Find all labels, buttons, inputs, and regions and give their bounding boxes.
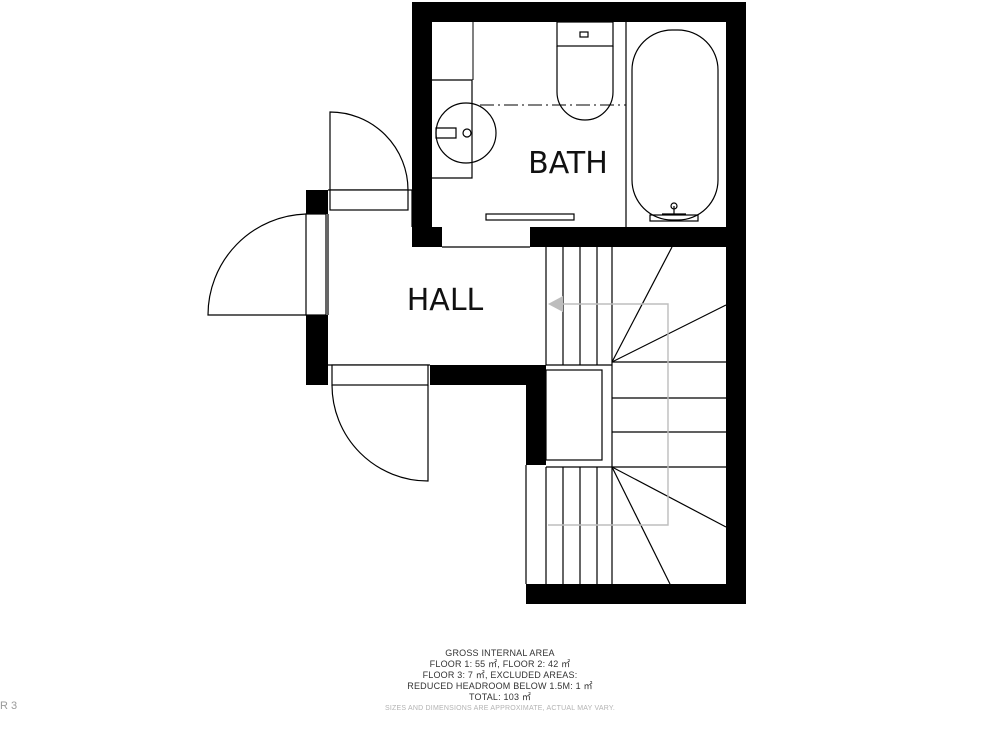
bath-partition — [472, 22, 626, 106]
door-bottom — [331, 364, 429, 482]
stair-arrow — [548, 296, 669, 526]
area-heading: GROSS INTERNAL AREA — [445, 648, 555, 658]
bath-label: BATH — [528, 146, 608, 181]
area-line-1: FLOOR 1: 55 ㎡, FLOOR 2: 42 ㎡ — [429, 659, 571, 669]
sink — [432, 79, 497, 179]
door-top — [329, 111, 409, 211]
toilet — [556, 21, 614, 121]
area-summary: GROSS INTERNAL AREA FLOOR 1: 55 ㎡, FLOOR… — [0, 648, 1000, 714]
thin-lines — [327, 189, 547, 584]
area-total: TOTAL: 103 ㎡ — [468, 692, 532, 702]
area-line-2: FLOOR 3: 7 ㎡, EXCLUDED AREAS: — [422, 670, 578, 680]
floor-tag: R 3 — [0, 700, 18, 712]
area-line-3: REDUCED HEADROOM BELOW 1.5M: 1 ㎡ — [407, 681, 593, 691]
bathtub — [625, 22, 719, 227]
door-left — [207, 213, 327, 316]
stair-walls — [306, 190, 746, 604]
staircase — [545, 246, 727, 585]
area-disclaimer: SIZES AND DIMENSIONS ARE APPROXIMATE, AC… — [385, 705, 615, 712]
bath-shelf — [485, 213, 575, 221]
bathroom-walls — [412, 2, 746, 247]
hall-label: HALL — [407, 283, 484, 318]
